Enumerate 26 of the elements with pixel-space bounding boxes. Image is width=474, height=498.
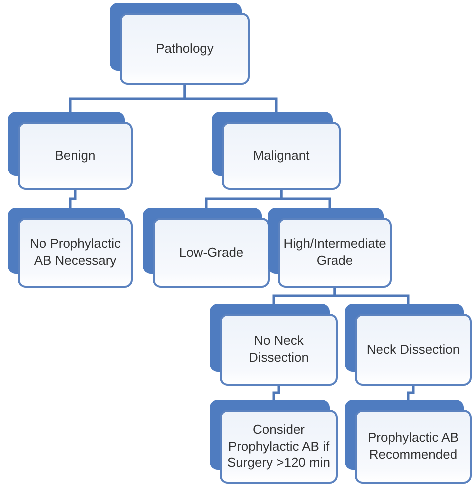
connector-line bbox=[280, 190, 332, 208]
process-card bbox=[8, 112, 133, 190]
node-label: Benign bbox=[55, 148, 96, 164]
process-card bbox=[210, 304, 338, 386]
node-label: Pathology bbox=[156, 40, 214, 58]
node-label: High/Intermediate Grade bbox=[284, 236, 386, 270]
process-card bbox=[143, 208, 270, 288]
connector-line bbox=[272, 386, 280, 400]
process-card bbox=[345, 400, 472, 484]
connector-line bbox=[69, 190, 77, 208]
node-label: Prophylactic AB Recommended bbox=[366, 430, 460, 464]
node-label: No Prophylactic AB Necessary bbox=[28, 236, 122, 270]
node-label: Neck Dissection bbox=[366, 342, 460, 358]
process-card bbox=[268, 208, 392, 288]
node-label: No Neck Dissection bbox=[248, 333, 310, 367]
node-label: Malignant bbox=[253, 148, 310, 164]
node-label: Low-Grade bbox=[179, 244, 244, 262]
process-card bbox=[110, 3, 250, 85]
connector-line bbox=[184, 85, 278, 112]
process-card bbox=[345, 304, 472, 386]
process-card bbox=[210, 400, 338, 484]
node-label: Consider Prophylactic AB if Surgery >120 min bbox=[226, 422, 332, 472]
process-card bbox=[212, 112, 341, 190]
connector-line bbox=[407, 386, 415, 400]
process-card bbox=[8, 208, 133, 288]
connector-line bbox=[334, 288, 410, 304]
